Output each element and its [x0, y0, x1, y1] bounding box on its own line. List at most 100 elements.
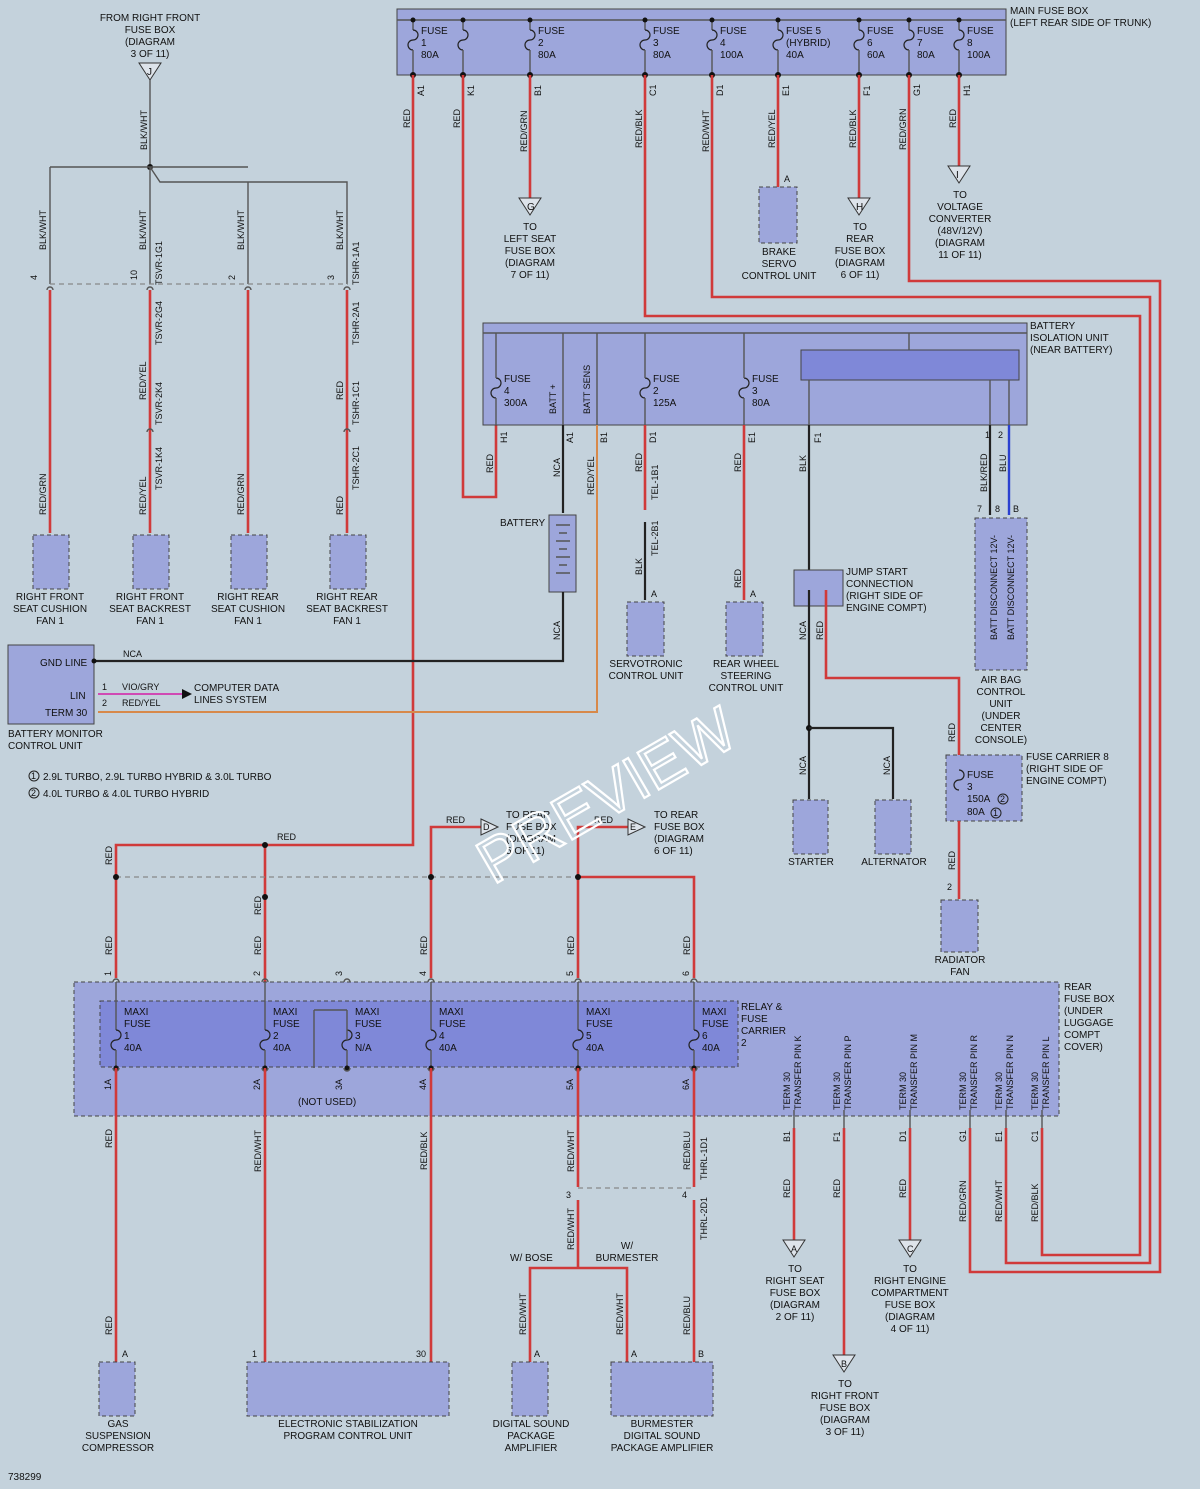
svg-text:ALTERNATOR: ALTERNATOR — [861, 857, 927, 868]
svg-text:NCA: NCA — [552, 621, 562, 640]
svg-text:FROM RIGHT FRONT: FROM RIGHT FRONT — [100, 13, 200, 24]
offpage-B: B TO RIGHT FRONT FUSE BOX (DIAGRAM 3 OF … — [811, 1128, 879, 1438]
svg-text:RED: RED — [682, 935, 692, 955]
svg-text:FUSE: FUSE — [124, 1019, 151, 1030]
svg-text:A: A — [651, 589, 657, 599]
svg-text:PACKAGE AMPLIFIER: PACKAGE AMPLIFIER — [611, 1443, 714, 1454]
fuse-carrier-8: FUSE CARRIER 8 (RIGHT SIDE OF ENGINE COM… — [945, 752, 1109, 899]
svg-text:CENTER: CENTER — [980, 723, 1021, 734]
svg-text:RED: RED — [948, 108, 958, 128]
svg-text:2 OF 11): 2 OF 11) — [776, 1312, 815, 1323]
legend: 1 2.9L TURBO, 2.9L TURBO HYBRID & 3.0L T… — [28, 770, 272, 800]
svg-text:(DIAGRAM: (DIAGRAM — [125, 37, 175, 48]
svg-text:K1: K1 — [466, 85, 476, 96]
svg-text:FUSE BOX: FUSE BOX — [1064, 994, 1115, 1005]
svg-text:LUGGAGE: LUGGAGE — [1064, 1018, 1114, 1029]
svg-text:6: 6 — [702, 1031, 708, 1042]
svg-text:40A: 40A — [586, 1043, 604, 1054]
svg-text:RED: RED — [594, 815, 614, 825]
svg-text:FUSE CARRIER 8: FUSE CARRIER 8 — [1026, 752, 1109, 763]
svg-text:CONTROL UNIT: CONTROL UNIT — [742, 271, 817, 282]
svg-text:TSHR-1A1: TSHR-1A1 — [351, 241, 361, 285]
svg-text:5: 5 — [565, 971, 575, 976]
svg-text:(DIAGRAM: (DIAGRAM — [885, 1312, 935, 1323]
svg-text:F1: F1 — [862, 85, 872, 96]
svg-text:3: 3 — [752, 386, 758, 397]
svg-text:40A: 40A — [124, 1043, 142, 1054]
svg-text:AMPLIFIER: AMPLIFIER — [505, 1443, 558, 1454]
svg-text:TO: TO — [788, 1264, 802, 1275]
svg-text:FUSE: FUSE — [867, 26, 894, 37]
svg-text:RED: RED — [733, 452, 743, 472]
svg-text:RED/GRN: RED/GRN — [958, 1180, 968, 1222]
svg-text:FUSE: FUSE — [720, 26, 747, 37]
svg-text:BURMESTER: BURMESTER — [631, 1419, 694, 1430]
svg-text:11 OF 11): 11 OF 11) — [938, 250, 982, 261]
svg-text:2: 2 — [102, 698, 107, 708]
svg-text:A: A — [791, 1244, 797, 1254]
svg-text:RED/WHT: RED/WHT — [566, 1208, 576, 1250]
svg-text:4 OF 11): 4 OF 11) — [891, 1324, 930, 1335]
svg-text:RIGHT FRONT: RIGHT FRONT — [116, 592, 184, 603]
svg-text:I: I — [956, 170, 959, 181]
svg-text:2: 2 — [1000, 794, 1005, 804]
svg-text:G: G — [527, 202, 535, 213]
svg-text:E: E — [630, 822, 636, 832]
svg-text:RELAY &: RELAY & — [741, 1002, 783, 1013]
svg-text:2: 2 — [227, 275, 237, 280]
svg-text:NCA: NCA — [798, 756, 808, 775]
svg-text:REAR WHEEL: REAR WHEEL — [713, 659, 780, 670]
svg-text:RED/GRN: RED/GRN — [236, 473, 246, 515]
svg-text:1: 1 — [103, 971, 113, 976]
svg-text:TRANSFER PIN N: TRANSFER PIN N — [1005, 1035, 1015, 1110]
svg-text:MAXI: MAXI — [124, 1007, 148, 1018]
svg-text:2: 2 — [31, 788, 36, 798]
svg-text:30: 30 — [416, 1349, 426, 1359]
svg-text:FAN 1: FAN 1 — [136, 616, 164, 627]
svg-text:BLU: BLU — [998, 454, 1008, 472]
svg-text:FUSE: FUSE — [653, 374, 680, 385]
svg-text:(DIAGRAM: (DIAGRAM — [835, 258, 885, 269]
svg-text:1: 1 — [421, 38, 427, 49]
svg-text:RED/WHT: RED/WHT — [566, 1130, 576, 1172]
svg-text:D1: D1 — [898, 1130, 908, 1142]
svg-text:A1: A1 — [416, 85, 426, 96]
svg-text:RIGHT FRONT: RIGHT FRONT — [16, 592, 84, 603]
svg-text:RED: RED — [815, 620, 825, 640]
svg-text:THRL-2D1: THRL-2D1 — [699, 1197, 709, 1240]
electronic-stabilization-program-control-unit: 1 30 ELECTRONIC STABILIZATION PROGRAM CO… — [246, 1349, 450, 1442]
svg-text:N/A: N/A — [355, 1043, 372, 1054]
svg-text:6A: 6A — [681, 1079, 691, 1090]
svg-text:RIGHT REAR: RIGHT REAR — [217, 592, 279, 603]
svg-text:FUSE BOX: FUSE BOX — [770, 1288, 821, 1299]
svg-text:FUSE 5: FUSE 5 — [786, 26, 821, 37]
svg-text:(DIAGRAM: (DIAGRAM — [770, 1300, 820, 1311]
diagram-id: 738299 — [8, 1472, 42, 1483]
svg-text:FUSE: FUSE — [917, 26, 944, 37]
svg-text:5: 5 — [586, 1031, 592, 1042]
svg-text:RED: RED — [485, 453, 495, 473]
svg-text:BLK/WHT: BLK/WHT — [335, 209, 345, 250]
svg-text:SEAT CUSHION: SEAT CUSHION — [211, 604, 285, 615]
svg-text:1: 1 — [985, 430, 990, 440]
svg-text:4: 4 — [504, 386, 510, 397]
svg-text:LIN: LIN — [70, 691, 86, 702]
svg-text:(RIGHT SIDE OF: (RIGHT SIDE OF — [1026, 764, 1103, 775]
burmester-digital-sound-package-amplifier: A B BURMESTER DIGITAL SOUND PACKAGE AMPL… — [610, 1349, 714, 1454]
svg-text:60A: 60A — [867, 50, 885, 61]
svg-text:FUSE BOX: FUSE BOX — [885, 1300, 936, 1311]
svg-text:FUSE: FUSE — [586, 1019, 613, 1030]
svg-text:RED/YEL: RED/YEL — [586, 456, 596, 495]
svg-text:RED/WHT: RED/WHT — [994, 1180, 1004, 1222]
svg-text:3: 3 — [566, 1190, 571, 1200]
svg-text:BLK/WHT: BLK/WHT — [38, 209, 48, 250]
svg-text:GND LINE: GND LINE — [40, 658, 88, 669]
svg-text:(RIGHT SIDE OF: (RIGHT SIDE OF — [846, 591, 923, 602]
svg-text:GAS: GAS — [107, 1419, 128, 1430]
svg-text:FUSE BOX: FUSE BOX — [820, 1403, 871, 1414]
svg-text:(UNDER: (UNDER — [982, 711, 1021, 722]
